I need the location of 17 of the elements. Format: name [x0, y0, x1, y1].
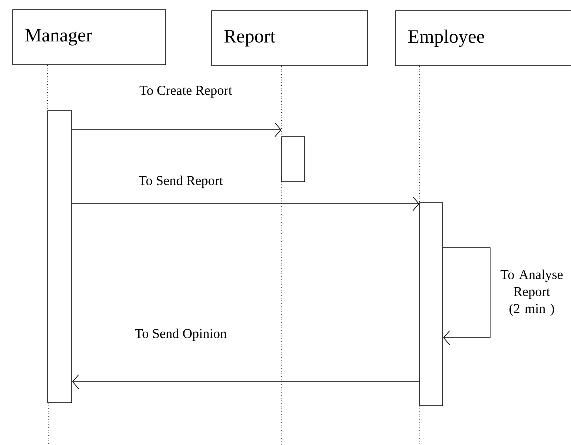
message-arrow: [72, 196, 420, 212]
message-label: To Send Report: [138, 174, 224, 190]
message-label: To Create Report: [138, 85, 234, 99]
lifeline: [419, 66, 420, 203]
lifeline: [281, 66, 282, 137]
lifeline: [47, 65, 48, 111]
lifeline-box: Manager: [12, 10, 166, 66]
activation-bar: [48, 110, 72, 404]
message-arrow: [72, 122, 282, 138]
message-label: To Send Opinion: [134, 328, 228, 342]
self-message-arrow: [443, 248, 491, 346]
message-label: To Analyse Report (2 min ): [496, 268, 568, 318]
lifeline-box: Employee: [396, 10, 571, 66]
activation-bar: [282, 136, 306, 182]
activation-bar: [420, 202, 444, 406]
message-arrow: [72, 374, 420, 390]
lifeline-box: Report: [212, 10, 368, 66]
